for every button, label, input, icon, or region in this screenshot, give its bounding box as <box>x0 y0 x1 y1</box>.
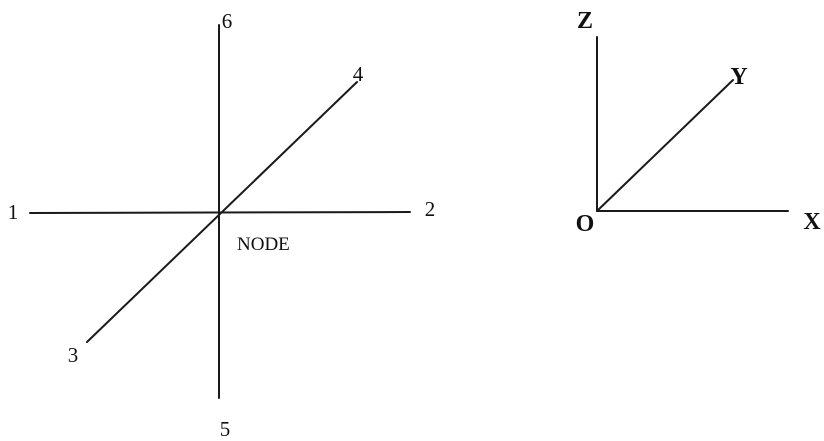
label-direction-4: 4 <box>353 62 364 86</box>
label-origin: O <box>576 211 595 237</box>
label-axis-x: X <box>803 209 821 235</box>
coordinate-axes: Z Y X O <box>576 8 822 237</box>
label-axis-z: Z <box>577 8 593 34</box>
axis-y-line <box>596 79 734 212</box>
label-axis-y: Y <box>730 64 747 90</box>
node-diagram: 1 2 3 4 5 6 NODE <box>8 9 436 441</box>
label-direction-6: 6 <box>222 9 233 33</box>
label-direction-5: 5 <box>220 417 231 441</box>
line-direction-3-4 <box>86 81 358 343</box>
label-direction-1: 1 <box>8 200 19 224</box>
label-direction-2: 2 <box>425 197 436 221</box>
label-direction-3: 3 <box>68 343 79 367</box>
label-node: NODE <box>237 234 290 255</box>
